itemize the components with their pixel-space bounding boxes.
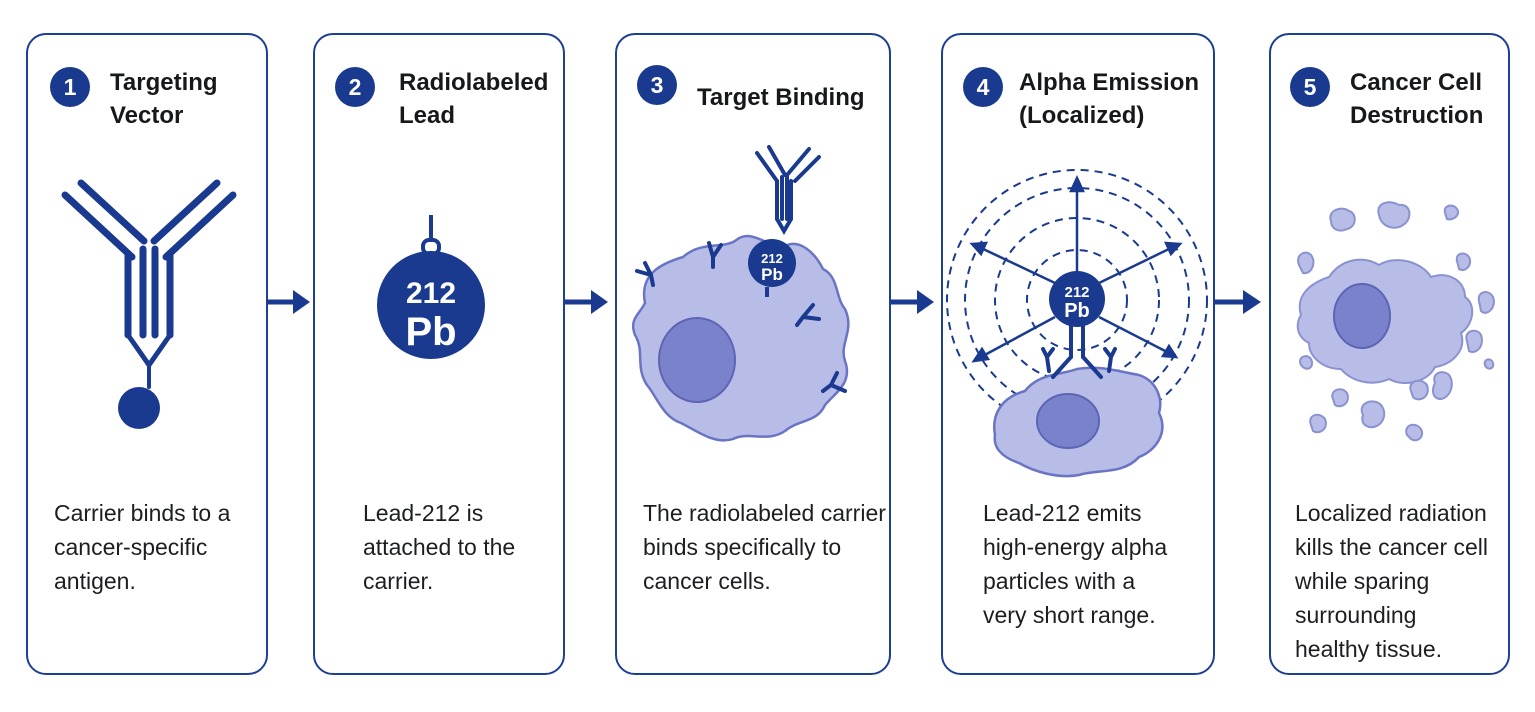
- surface-receptors: [635, 241, 847, 393]
- antibody-icon: [1041, 323, 1117, 379]
- isotope-mass-number: 212: [1064, 284, 1089, 301]
- step-1-description: Carrier binds to a cancer-specific antig…: [54, 500, 231, 594]
- alpha-particle-arrows: [969, 175, 1183, 363]
- step-2-description: Lead-212 is attached to the carrier.: [363, 500, 516, 594]
- step-3-description: The radiolabeled carrier binds specifica…: [643, 500, 886, 594]
- step-5-panel: 5 Cancer Cell Destruction Localized radi…: [1269, 33, 1510, 675]
- step-5-description: Localized radiation kills the cancer cel…: [1295, 500, 1489, 662]
- antibody-icon: [755, 145, 821, 235]
- step-2-panel: 2 Radiolabeled Lead Lead-212 is attached…: [313, 33, 565, 675]
- step-5-badge: 5: [1290, 67, 1330, 107]
- lead-212-atom-icon: [1049, 271, 1105, 327]
- step-4-panel: 4 Alpha Emission (Localized) Lead-212 em…: [941, 33, 1215, 675]
- step-1-badge: 1: [50, 67, 90, 107]
- flow-arrow-4: [1215, 290, 1261, 314]
- lead-212-atom-icon: [377, 251, 485, 359]
- step-5-title: Cancer Cell Destruction: [1350, 69, 1484, 129]
- cell-destruction-illustration: [1296, 201, 1495, 442]
- isotope-mass-number: 212: [406, 277, 456, 310]
- step-1-title: Targeting Vector: [110, 69, 218, 129]
- step-3-title: Target Binding: [697, 84, 865, 111]
- flow-arrow-3: [891, 290, 934, 314]
- step-4-description: Lead-212 emits high-energy alpha particl…: [983, 500, 1168, 628]
- flow-arrow-1: [267, 290, 310, 314]
- nucleus-icon: [658, 317, 736, 403]
- step-4-badge: 4: [963, 67, 1003, 107]
- antibody-carrier-illustration: [61, 179, 237, 429]
- step-3-panel: 3 Target Binding The radiolabeled carrie…: [615, 33, 891, 675]
- step-2-badge: 2: [335, 67, 375, 107]
- isotope-symbol: Pb: [1064, 300, 1090, 322]
- isotope-symbol: Pb: [405, 310, 456, 354]
- nucleus-icon: [1333, 283, 1391, 349]
- flow-arrow-2: [565, 290, 608, 314]
- step-2-title: Radiolabeled Lead: [399, 69, 549, 129]
- antibody-icon: [61, 179, 237, 389]
- lead-212-illustration: 212 Pb: [377, 215, 485, 359]
- isotope-symbol: Pb: [761, 265, 783, 284]
- target-binding-illustration: 212 Pb: [631, 145, 850, 442]
- cell-fragments: [1297, 201, 1495, 442]
- step-4-title: Alpha Emission (Localized): [1019, 69, 1200, 129]
- nucleus-icon: [1036, 393, 1100, 449]
- isotope-mass-number: 212: [761, 251, 783, 266]
- alpha-emission-illustration: 212 Pb: [946, 169, 1208, 478]
- lead-212-atom-icon: [748, 239, 796, 287]
- carrier-payload-icon: [118, 387, 160, 429]
- step-1-panel: 1 Targeting Vector Carrier binds to a ca…: [26, 33, 268, 675]
- step-3-badge: 3: [637, 65, 677, 105]
